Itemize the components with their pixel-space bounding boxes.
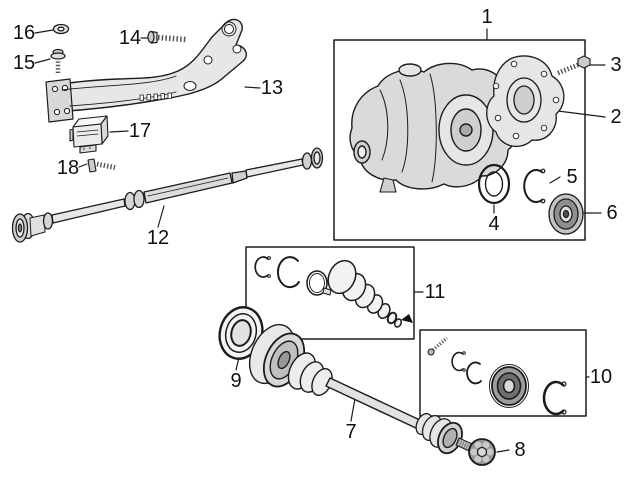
group-box-boot-kit-11 — [245, 246, 415, 340]
seal-4-drawing — [477, 163, 511, 205]
callout-11[interactable]: 11 — [424, 281, 446, 303]
callout-8[interactable]: 8 — [514, 439, 526, 461]
group-box-boot-kit-10 — [419, 329, 587, 417]
callout-15[interactable]: 15 — [12, 52, 36, 74]
callout-6[interactable]: 6 — [606, 202, 618, 224]
boot-9-drawing — [218, 306, 264, 360]
snap-ring-5-drawing — [523, 168, 546, 204]
callout-1[interactable]: 1 — [481, 6, 493, 28]
callout-5[interactable]: 5 — [566, 166, 578, 188]
side-cover-2-drawing — [486, 55, 565, 148]
callout-9[interactable]: 9 — [230, 370, 242, 392]
callout-13[interactable]: 13 — [260, 77, 284, 99]
differential-housing-drawing — [349, 62, 519, 193]
pointer-arrow-icon — [401, 314, 413, 323]
flange-6-drawing — [548, 193, 584, 235]
bolt-14-drawing — [147, 30, 187, 44]
boot-kit-11-drawing — [254, 256, 413, 328]
bolt-18-drawing — [87, 158, 118, 173]
bolt-3-drawing — [557, 55, 591, 76]
callout-2[interactable]: 2 — [610, 106, 622, 128]
bolt-15-drawing — [50, 48, 66, 74]
cv-joint-8-drawing — [468, 438, 496, 466]
propeller-shaft-12-drawing — [11, 147, 324, 243]
callout-3[interactable]: 3 — [610, 54, 622, 76]
washer-16-drawing — [52, 23, 70, 35]
axle-shaft-7-drawing — [248, 323, 473, 455]
callout-17[interactable]: 17 — [128, 120, 152, 142]
callout-18[interactable]: 18 — [56, 157, 80, 179]
group-box-differential — [333, 39, 586, 241]
callout-14[interactable]: 14 — [118, 27, 142, 49]
control-module-17-drawing — [69, 115, 109, 154]
boot-kit-10-drawing — [427, 336, 567, 416]
callout-16[interactable]: 16 — [12, 22, 36, 44]
callout-7[interactable]: 7 — [345, 421, 357, 443]
crossmember-13-drawing — [45, 18, 247, 123]
callout-10[interactable]: 10 — [589, 366, 613, 388]
callout-4[interactable]: 4 — [488, 213, 500, 235]
callout-12[interactable]: 12 — [146, 227, 170, 249]
